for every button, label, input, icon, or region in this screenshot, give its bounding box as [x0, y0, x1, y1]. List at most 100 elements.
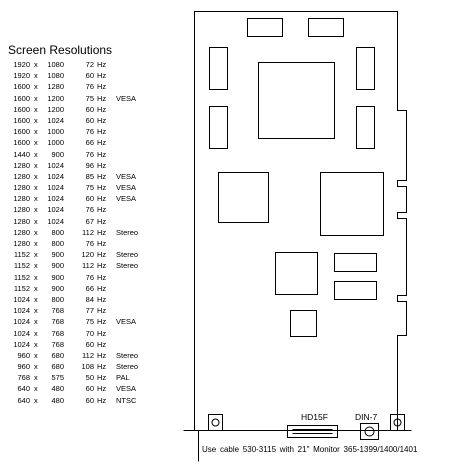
res-times: x	[34, 60, 38, 69]
res-height: 768	[51, 317, 64, 327]
res-note: Stereo	[116, 362, 139, 372]
res-height: 480	[51, 395, 64, 405]
res-width: 1152	[13, 283, 30, 293]
res-width: 1152	[13, 261, 30, 271]
res-height: 1200	[47, 104, 64, 114]
res-note: VESA	[116, 171, 137, 181]
res-times: x	[34, 272, 38, 282]
res-times: x	[34, 250, 38, 260]
res-height: 900	[51, 149, 64, 159]
res-width: 1600	[13, 82, 30, 92]
res-refresh: 67	[85, 216, 94, 226]
res-height: 900	[51, 272, 64, 282]
res-times: x	[34, 194, 38, 204]
res-times: x	[34, 149, 38, 159]
res-hz-unit: Hz	[97, 93, 107, 103]
res-times: x	[34, 328, 38, 338]
res-width: 1920	[13, 60, 30, 69]
res-times: x	[34, 261, 38, 271]
res-refresh: 75	[85, 317, 94, 327]
chip-right-upper	[356, 47, 375, 90]
res-height: 1024	[47, 160, 64, 170]
res-note: Stereo	[116, 250, 139, 260]
res-hz-unit: Hz	[97, 306, 107, 316]
res-hz-unit: Hz	[97, 60, 107, 69]
cable-note: Use cable 530-3115 with 21" Monitor 365-…	[202, 445, 418, 454]
res-hz-unit: Hz	[97, 350, 107, 360]
board-outline	[194, 11, 407, 431]
res-refresh: 75	[85, 93, 94, 103]
hd15f-label: HD15F	[301, 412, 328, 422]
res-hz-unit: Hz	[97, 71, 107, 81]
res-refresh: 85	[85, 171, 94, 181]
res-hz-unit: Hz	[97, 194, 107, 204]
res-note: PAL	[116, 373, 130, 383]
hd15f-connector	[287, 425, 338, 438]
res-refresh: 76	[85, 205, 94, 215]
res-refresh: 120	[81, 250, 94, 260]
res-width: 1024	[13, 328, 30, 338]
res-refresh: 72	[85, 60, 94, 69]
res-height: 480	[51, 384, 64, 394]
res-note: VESA	[116, 194, 137, 204]
res-height: 1200	[47, 93, 64, 103]
res-width: 960	[17, 362, 30, 372]
mounting-hole-right	[390, 414, 405, 431]
res-hz-unit: Hz	[97, 328, 107, 338]
res-height: 1080	[47, 60, 64, 69]
res-height: 680	[51, 350, 64, 360]
res-hz-unit: Hz	[97, 362, 107, 372]
res-width: 1600	[13, 104, 30, 114]
res-times: x	[34, 227, 38, 237]
res-refresh: 77	[85, 306, 94, 316]
res-width: 1280	[13, 216, 30, 226]
res-refresh: 76	[85, 239, 94, 248]
res-width: 1280	[13, 205, 30, 215]
chip-mid-left	[218, 172, 269, 223]
res-refresh: 76	[85, 272, 94, 282]
res-width: 768	[17, 373, 30, 383]
res-refresh: 50	[85, 373, 94, 383]
res-note: Stereo	[116, 227, 139, 237]
chip-small	[290, 310, 317, 337]
res-width: 1280	[13, 183, 30, 193]
res-hz-unit: Hz	[97, 373, 107, 383]
res-times: x	[34, 339, 38, 349]
res-times: x	[34, 384, 38, 394]
res-width: 1440	[13, 149, 30, 159]
res-times: x	[34, 294, 38, 304]
res-refresh: 60	[85, 194, 94, 204]
res-height: 1000	[47, 127, 64, 137]
res-times: x	[34, 283, 38, 293]
screen-resolutions-title: Screen Resolutions	[8, 43, 113, 57]
res-hz-unit: Hz	[97, 183, 107, 193]
res-hz-unit: Hz	[97, 283, 107, 293]
res-height: 1024	[47, 115, 64, 125]
res-hz-unit: Hz	[97, 82, 107, 92]
res-times: x	[34, 104, 38, 114]
res-times: x	[34, 115, 38, 125]
din7-label: DIN-7	[355, 412, 378, 422]
res-note: Stereo	[116, 350, 139, 360]
res-note: NTSC	[116, 395, 137, 405]
res-height: 900	[51, 261, 64, 271]
chip-top-right	[308, 18, 344, 37]
chip-top-left	[247, 18, 283, 37]
res-hz-unit: Hz	[97, 294, 107, 304]
res-width: 1024	[13, 294, 30, 304]
chip-lower-square	[275, 252, 318, 295]
res-hz-unit: Hz	[97, 127, 107, 137]
res-refresh: 60	[85, 339, 94, 349]
res-width: 1280	[13, 194, 30, 204]
res-times: x	[34, 350, 38, 360]
res-hz-unit: Hz	[97, 149, 107, 159]
res-refresh: 60	[85, 104, 94, 114]
res-height: 768	[51, 328, 64, 338]
res-hz-unit: Hz	[97, 104, 107, 114]
res-height: 1024	[47, 216, 64, 226]
chip-lower-bar-1	[334, 253, 377, 272]
res-refresh: 70	[85, 328, 94, 338]
res-width: 1600	[13, 138, 30, 148]
res-note: VESA	[116, 384, 137, 394]
